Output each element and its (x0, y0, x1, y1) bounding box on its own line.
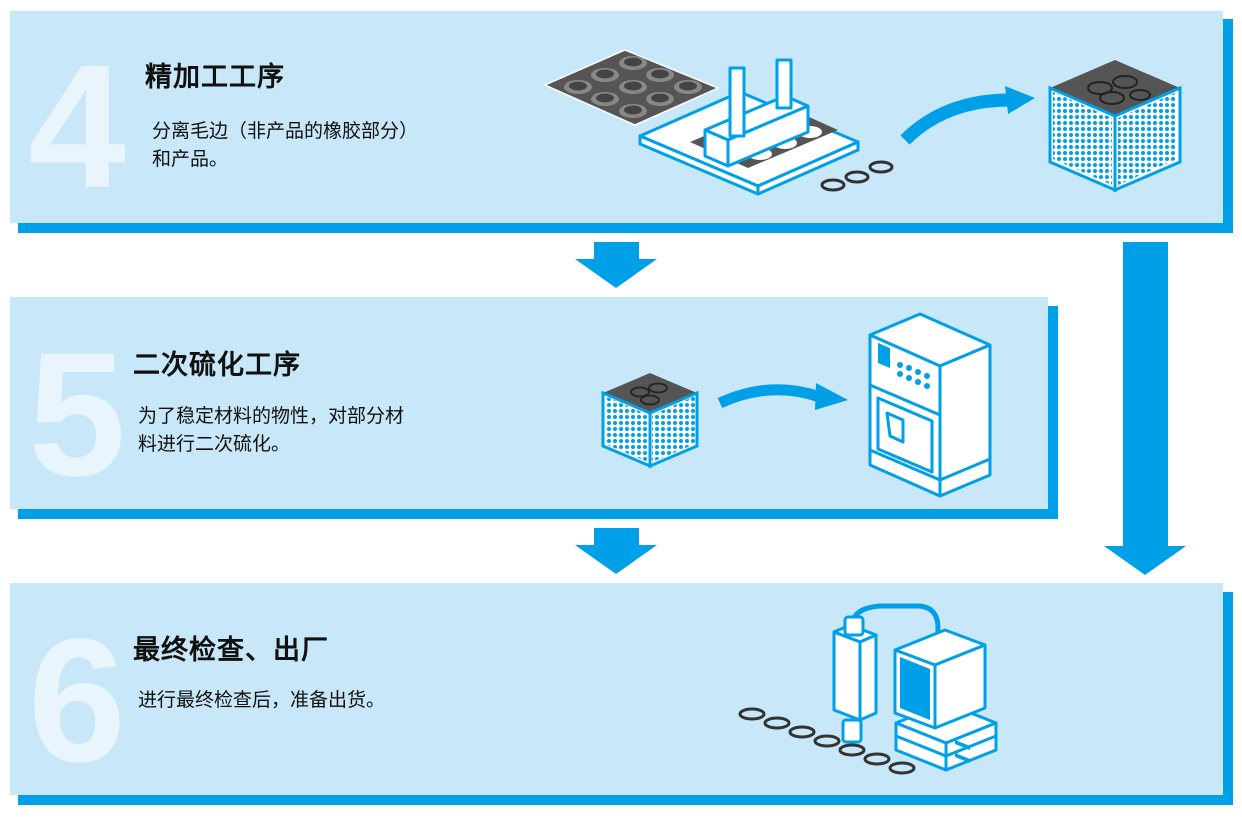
step-title: 精加工工序 (145, 62, 285, 93)
step-title: 最终检查、出厂 (133, 635, 329, 666)
step-4-illustration (543, 49, 1182, 196)
description-line: 和产品。 (152, 148, 229, 170)
step-5-shadow-right (1048, 306, 1058, 519)
step-number: 4 (28, 29, 126, 225)
mesh-basket-icon (601, 373, 699, 469)
mesh-basket-icon (1048, 60, 1182, 193)
description-line: 为了稳定材料的物性，对部分材 (138, 405, 405, 427)
description-line: 进行最终检查后，准备出货。 (138, 689, 386, 711)
description-line: 料进行二次硫化。 (138, 433, 291, 455)
step-description: 进行最终检查后，准备出货。 (138, 686, 385, 714)
flow-arrow-5-to-6 (575, 528, 657, 574)
step-description: 为了稳定材料的物性，对部分材 料进行二次硫化。 (138, 402, 404, 458)
step-5-shadow-bottom (18, 509, 1058, 519)
step-6-shadow-bottom (18, 795, 1233, 805)
step-description: 分离毛边（非产品的橡胶部分） 和产品。 (152, 117, 418, 173)
o-ring-row-icon (738, 707, 916, 775)
step-6-shadow-right (1223, 592, 1233, 805)
o-ring-icon (820, 160, 894, 192)
step-title: 二次硫化工序 (133, 350, 301, 381)
curved-arrow-icon (717, 383, 848, 410)
step-number: 6 (28, 603, 126, 799)
step-5-illustration (601, 312, 992, 498)
flow-arrow-bypass-4-to-6 (1104, 242, 1186, 575)
flow-arrow-4-to-5 (575, 242, 657, 288)
step-4-shadow-right (1223, 19, 1233, 233)
inspection-camera-icon (832, 615, 878, 744)
computer-icon (893, 628, 998, 772)
step-6-panel: 6 最终检查、出厂 进行最终检查后，准备出货。 (10, 583, 1223, 795)
rubber-sheet-icon (543, 49, 720, 126)
oven-icon (868, 312, 992, 498)
description-line: 分离毛边（非产品的橡胶部分） (152, 120, 419, 142)
step-number: 5 (28, 317, 126, 513)
step-4-shadow-bottom (18, 223, 1233, 233)
curved-arrow-icon (900, 86, 1035, 145)
step-6-illustration (738, 603, 998, 775)
trimming-press-icon (638, 58, 860, 196)
